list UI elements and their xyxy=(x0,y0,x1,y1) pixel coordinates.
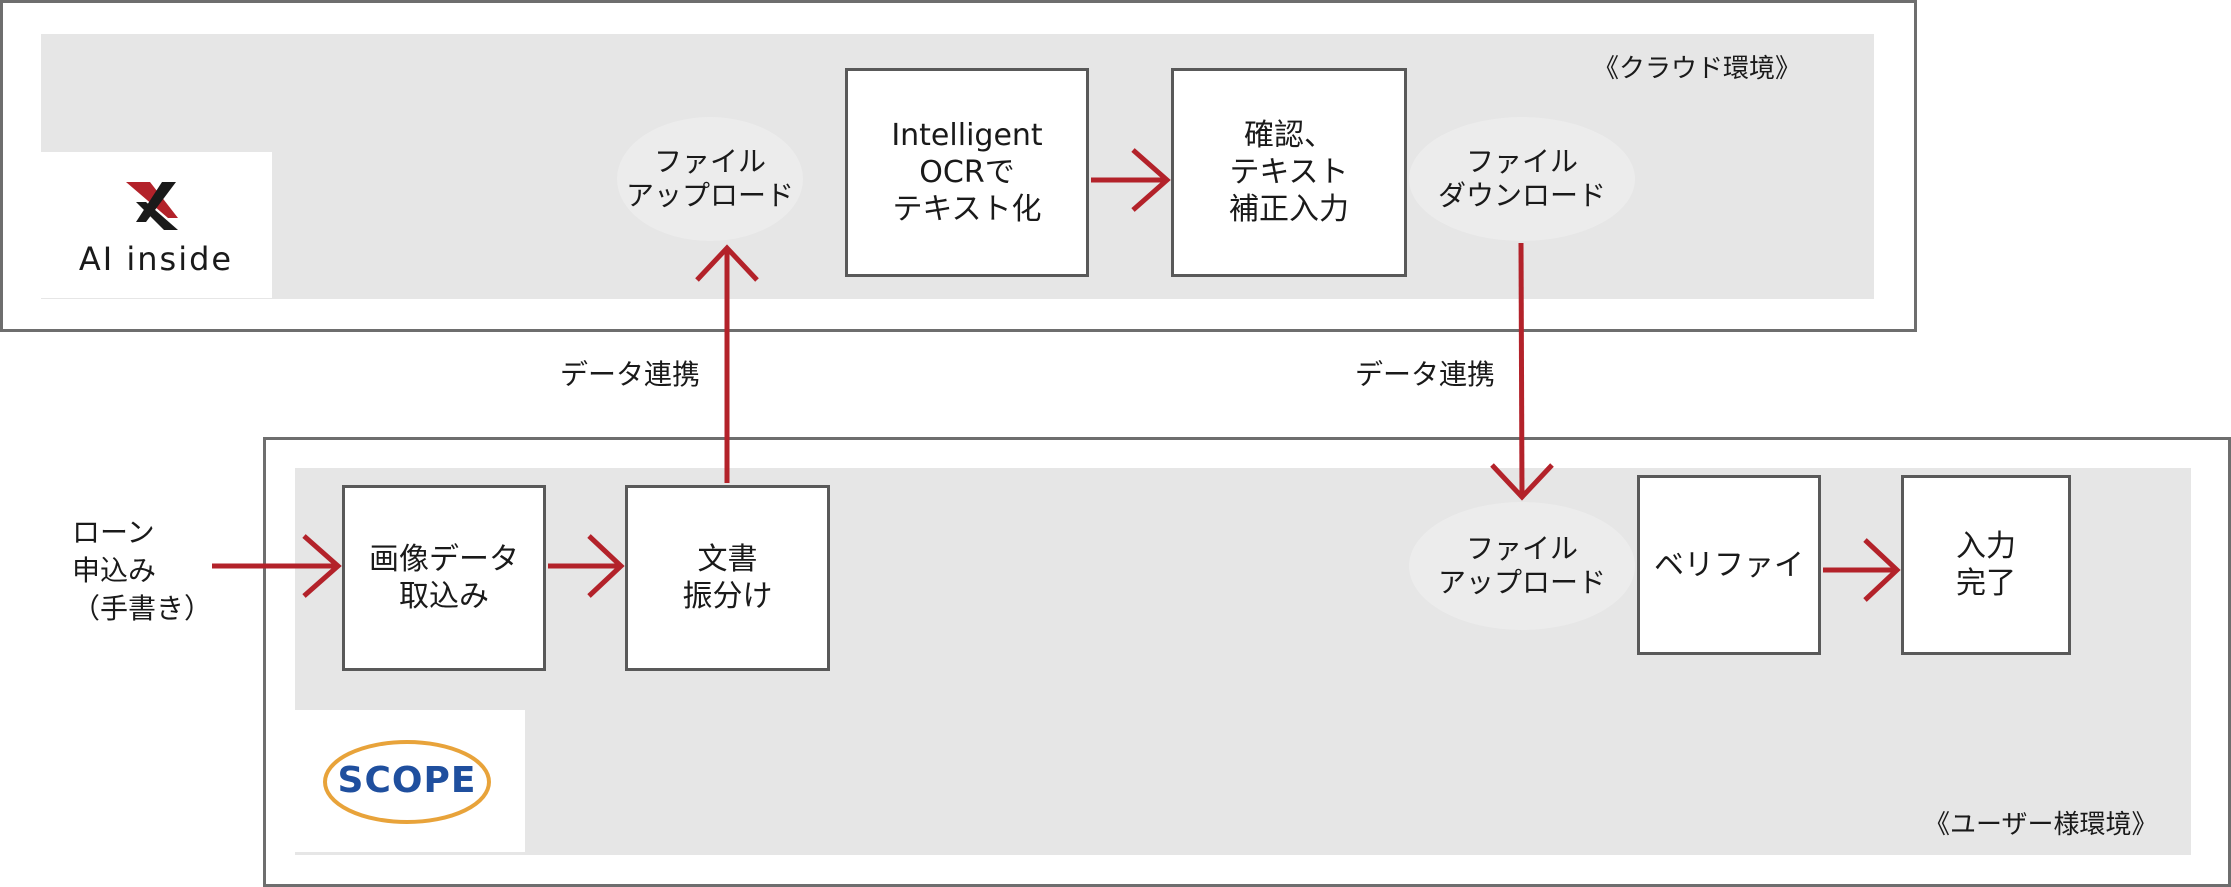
image-data-capture-node: 画像データ 取込み xyxy=(342,485,546,671)
arrow-input-to-capture xyxy=(212,534,342,598)
arrow-download-to-user-upload xyxy=(1490,242,1554,501)
user-environment-label: 《ユーザー様環境》 xyxy=(1924,810,2158,840)
arrow-verify-to-complete xyxy=(1823,538,1901,602)
arrow-sorting-to-cloud-upload xyxy=(695,244,759,483)
ai-inside-logo: AI inside xyxy=(40,152,272,298)
arrow-capture-to-sorting xyxy=(548,534,625,598)
scope-logo-text: SCOPE xyxy=(337,760,477,801)
data-link-label-left: データ連携 xyxy=(560,358,701,391)
document-sorting-node: 文書 振分け xyxy=(625,485,830,671)
ai-inside-logo-text: AI inside xyxy=(78,240,234,278)
verify-node: ベリファイ xyxy=(1637,475,1821,655)
cloud-file-upload-node: ファイル アップロード xyxy=(617,117,803,241)
loan-application-input-label: ローン 申込み （手書き） xyxy=(72,516,213,625)
ai-inside-x-mark-icon xyxy=(126,182,178,230)
arrow-ocr-to-confirm xyxy=(1091,148,1171,212)
confirm-correct-node: 確認、 テキスト 補正入力 xyxy=(1171,68,1407,277)
cloud-environment-label: 《クラウド環境》 xyxy=(1593,54,1802,84)
data-link-label-right: データ連携 xyxy=(1355,358,1496,391)
input-complete-node: 入力 完了 xyxy=(1901,475,2071,655)
scope-logo: SCOPE xyxy=(295,710,525,852)
scope-logo-ellipse-icon xyxy=(323,740,491,824)
intelligent-ocr-node: Intelligent OCRで テキスト化 xyxy=(845,68,1089,277)
file-download-node: ファイル ダウンロード xyxy=(1409,117,1635,241)
user-file-upload-node: ファイル アップロード xyxy=(1409,502,1635,630)
user-environment-area xyxy=(295,468,2191,855)
